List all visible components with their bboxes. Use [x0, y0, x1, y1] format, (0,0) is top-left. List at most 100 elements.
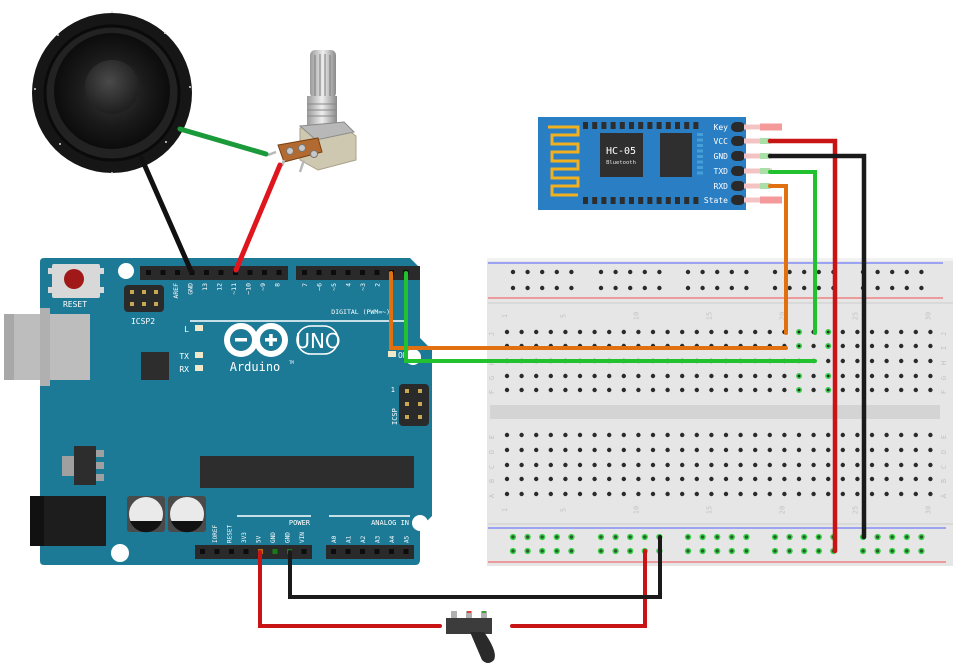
- rail-hole[interactable]: [786, 533, 793, 541]
- breadboard-hole[interactable]: [650, 432, 656, 438]
- breadboard-hole[interactable]: [504, 329, 510, 335]
- breadboard-hole[interactable]: [534, 447, 539, 453]
- rail-hole[interactable]: [554, 269, 559, 275]
- breadboard-hole[interactable]: [738, 476, 743, 482]
- breadboard-hole[interactable]: [899, 491, 904, 497]
- rail-hole[interactable]: [700, 285, 705, 291]
- rail-hole[interactable]: [642, 269, 647, 275]
- breadboard-hole[interactable]: [840, 447, 845, 453]
- rail-hole[interactable]: [772, 269, 778, 275]
- breadboard-hole[interactable]: [899, 476, 904, 482]
- breadboard-hole[interactable]: [767, 491, 772, 497]
- breadboard-hole[interactable]: [753, 476, 758, 482]
- breadboard-hole[interactable]: [811, 462, 816, 468]
- breadboard-hole[interactable]: [621, 462, 626, 468]
- breadboard-hole[interactable]: [636, 476, 641, 482]
- breadboard-hole[interactable]: [811, 491, 816, 497]
- rail-hole[interactable]: [699, 547, 706, 555]
- breadboard-hole[interactable]: [738, 329, 743, 335]
- rail-hole[interactable]: [715, 269, 720, 275]
- breadboard-hole[interactable]: [855, 329, 860, 335]
- breadboard-hole[interactable]: [519, 462, 524, 468]
- breadboard-hole[interactable]: [665, 462, 670, 468]
- rail-hole[interactable]: [612, 547, 619, 555]
- breadboard-hole[interactable]: [607, 387, 612, 393]
- breadboard-hole[interactable]: [782, 387, 787, 393]
- breadboard-hole[interactable]: [694, 329, 699, 335]
- rail-hole[interactable]: [509, 547, 517, 555]
- breadboard-hole[interactable]: [592, 373, 597, 379]
- breadboard-hole[interactable]: [665, 387, 670, 393]
- header-pin[interactable]: [214, 549, 220, 554]
- rail-hole[interactable]: [919, 269, 924, 275]
- breadboard-hole[interactable]: [913, 343, 918, 349]
- rail-hole[interactable]: [816, 285, 821, 291]
- rail-hole[interactable]: [744, 285, 749, 291]
- breadboard-hole[interactable]: [577, 373, 583, 379]
- rail-hole[interactable]: [904, 269, 909, 275]
- rail-hole[interactable]: [816, 269, 821, 275]
- breadboard-hole[interactable]: [884, 358, 889, 364]
- breadboard-hole[interactable]: [680, 491, 685, 497]
- breadboard-hole[interactable]: [680, 432, 685, 438]
- breadboard-hole[interactable]: [899, 387, 904, 393]
- breadboard-hole[interactable]: [738, 373, 743, 379]
- breadboard-hole[interactable]: [826, 432, 831, 438]
- breadboard-hole[interactable]: [826, 462, 831, 468]
- slide-switch[interactable]: [446, 611, 495, 663]
- breadboard-hole[interactable]: [855, 462, 860, 468]
- breadboard-hole[interactable]: [782, 491, 787, 497]
- header-pin[interactable]: [331, 549, 336, 554]
- breadboard-hole[interactable]: [899, 329, 904, 335]
- breadboard-hole[interactable]: [723, 476, 729, 482]
- breadboard-hole[interactable]: [548, 373, 553, 379]
- breadboard-hole[interactable]: [621, 432, 626, 438]
- breadboard-hole[interactable]: [577, 476, 583, 482]
- breadboard-hole[interactable]: [650, 373, 656, 379]
- breadboard-hole[interactable]: [577, 491, 583, 497]
- breadboard-hole[interactable]: [519, 491, 524, 497]
- rail-hole[interactable]: [744, 269, 749, 275]
- breadboard-hole[interactable]: [928, 491, 933, 497]
- header-pin[interactable]: [345, 270, 351, 275]
- breadboard-hole[interactable]: [534, 432, 539, 438]
- breadboard-hole[interactable]: [519, 432, 524, 438]
- rail-hole[interactable]: [787, 285, 792, 291]
- breadboard-hole[interactable]: [680, 387, 685, 393]
- breadboard-hole[interactable]: [869, 373, 875, 379]
- breadboard-hole[interactable]: [928, 476, 933, 482]
- bt-pin-lead[interactable]: [744, 138, 772, 144]
- breadboard-hole[interactable]: [694, 447, 699, 453]
- breadboard-hole[interactable]: [548, 387, 553, 393]
- breadboard-hole[interactable]: [899, 447, 904, 453]
- rail-hole[interactable]: [684, 533, 692, 541]
- breadboard-hole[interactable]: [884, 387, 889, 393]
- breadboard-hole[interactable]: [738, 447, 743, 453]
- rail-hole[interactable]: [875, 285, 880, 291]
- breadboard-hole[interactable]: [534, 329, 539, 335]
- breadboard-hole[interactable]: [855, 387, 860, 393]
- rail-hole[interactable]: [613, 269, 618, 275]
- header-pin[interactable]: [389, 549, 394, 554]
- breadboard-hole[interactable]: [796, 447, 802, 453]
- breadboard-hole[interactable]: [899, 373, 904, 379]
- breadboard-hole[interactable]: [869, 447, 875, 453]
- breadboard-hole[interactable]: [650, 329, 656, 335]
- breadboard-hole[interactable]: [519, 387, 524, 393]
- breadboard-hole[interactable]: [577, 462, 583, 468]
- breadboard-hole[interactable]: [753, 447, 758, 453]
- breadboard-hole[interactable]: [899, 432, 904, 438]
- breadboard-hole[interactable]: [592, 447, 597, 453]
- rail-hole[interactable]: [641, 533, 648, 541]
- breadboard-hole[interactable]: [607, 447, 612, 453]
- breadboard-hole[interactable]: [796, 491, 802, 497]
- breadboard-hole[interactable]: [607, 491, 612, 497]
- breadboard-hole[interactable]: [840, 432, 845, 438]
- rail-hole[interactable]: [553, 533, 560, 541]
- breadboard-hole[interactable]: [825, 386, 832, 393]
- breadboard-hole[interactable]: [869, 329, 875, 335]
- rail-hole[interactable]: [569, 269, 574, 275]
- header-pin[interactable]: [243, 549, 249, 554]
- rail-hole[interactable]: [598, 285, 604, 291]
- breadboard-hole[interactable]: [767, 462, 772, 468]
